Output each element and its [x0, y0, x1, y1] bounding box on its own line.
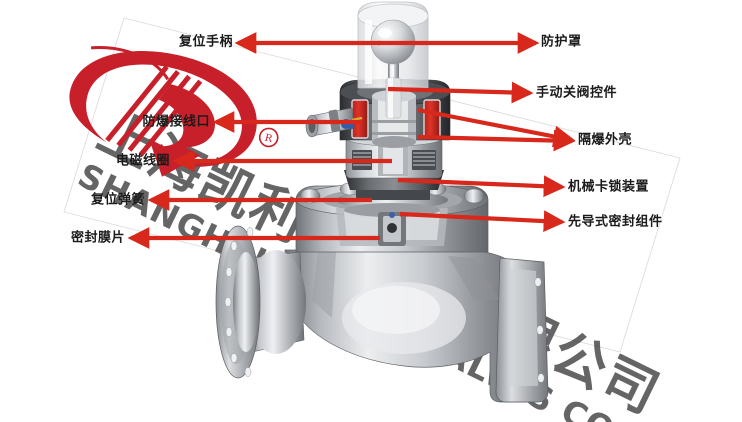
valve-body-group	[215, 225, 549, 403]
callout-label-explosion-proof-inlet: 防爆接线口	[142, 114, 210, 130]
callout-label-pilot-seal-assembly: 先导式密封组件	[568, 214, 663, 230]
svg-text:R: R	[263, 133, 273, 146]
arrow-flameproof-upper	[417, 107, 576, 148]
callout-label-mechanical-latch: 机械卡锁装置	[568, 179, 650, 195]
callout-label-reset-spring: 复位弹簧	[90, 192, 145, 208]
callout-label-solenoid-coil: 电磁线圈	[115, 153, 170, 169]
body-rib	[312, 252, 336, 318]
outlet-flange	[495, 257, 549, 403]
callout-label-sealing-diaphragm: 密封膜片	[70, 230, 125, 246]
callout-label-flameproof-enclosure: 隔爆外壳	[578, 132, 633, 148]
registered-mark-icon: R	[258, 127, 279, 148]
arrow-pilot-seal	[399, 210, 566, 233]
kailike-logo: R	[69, 46, 279, 177]
arrow-flameproof-lower	[417, 129, 576, 152]
inlet-flange	[215, 225, 261, 379]
arrow-manual-close	[387, 81, 534, 104]
callout-label-manual-close-control: 手动关阀控件	[536, 85, 618, 101]
watermark-frame	[63, 17, 681, 353]
callout-label-protective-cover: 防护罩	[541, 34, 582, 50]
pilot-seal-assembly	[378, 212, 406, 246]
callout-label-reset-handle: 复位手柄	[178, 34, 233, 50]
bonnet-group	[295, 170, 489, 253]
arrow-mechanical-latch	[397, 175, 566, 198]
